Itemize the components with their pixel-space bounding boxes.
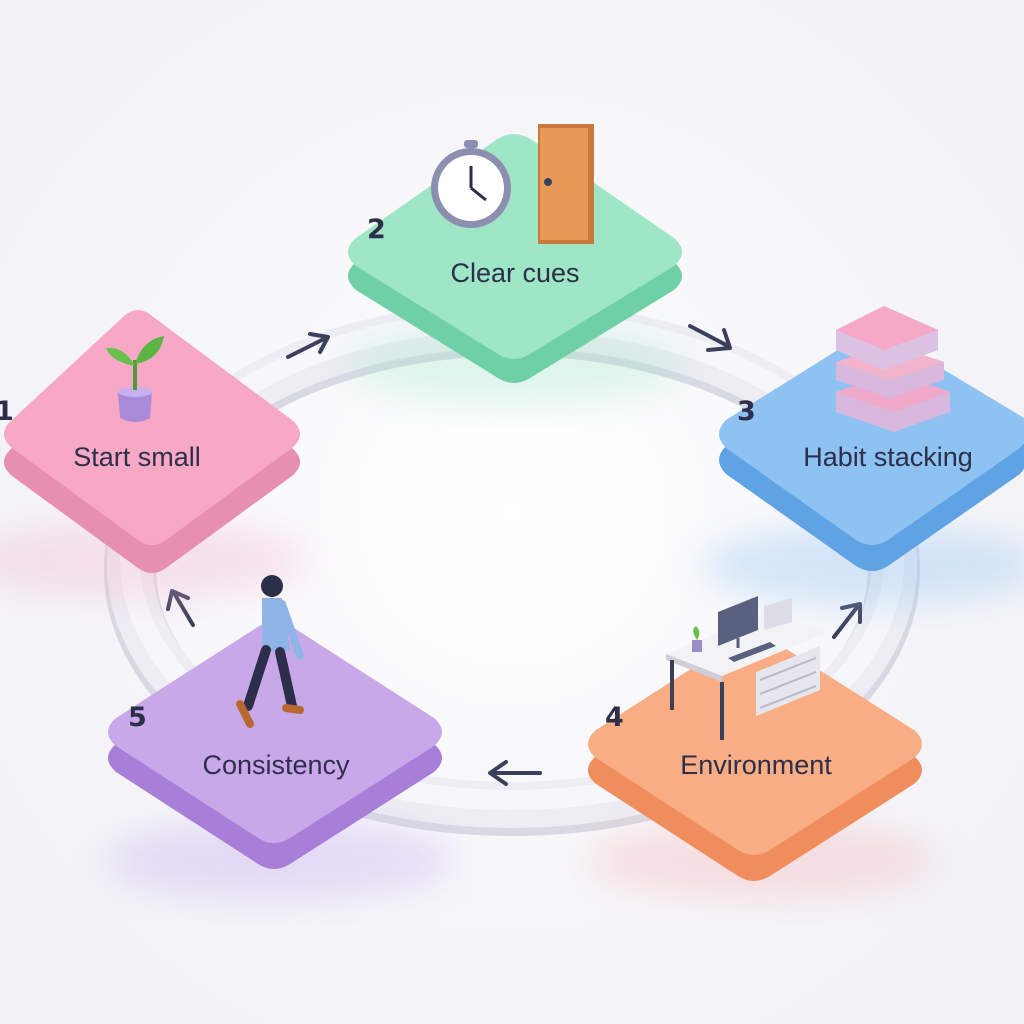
step-card-4: 4 Environment — [585, 596, 935, 900]
desk-workspace-icon — [666, 596, 828, 740]
step-number-4: 4 — [605, 702, 624, 733]
step-number-3: 3 — [737, 396, 756, 427]
step-number-2: 2 — [367, 214, 386, 245]
walking-person-icon — [236, 575, 304, 728]
step-label-1: Start small — [73, 442, 201, 472]
stacked-blocks-icon — [836, 306, 950, 432]
step-label-4: Environment — [680, 750, 832, 780]
arrow-4-to-5 — [488, 760, 542, 786]
step-number-5: 5 — [128, 702, 147, 733]
step-card-5: 5 Consistency — [105, 575, 455, 900]
step-card-2: 2 Clear cues — [345, 124, 685, 403]
step-card-1: 1 Start small — [0, 310, 310, 600]
arrow-1-to-2 — [286, 332, 330, 359]
step-number-1: 1 — [0, 396, 14, 427]
step-label-2: Clear cues — [450, 258, 579, 288]
sprout-plant-icon — [106, 336, 164, 422]
arrow-2-to-3 — [688, 324, 732, 352]
step-card-3: 3 Habit stacking — [700, 306, 1024, 605]
step-label-3: Habit stacking — [803, 442, 973, 472]
step-label-5: Consistency — [202, 750, 350, 780]
clock-and-door-icon — [431, 124, 594, 244]
